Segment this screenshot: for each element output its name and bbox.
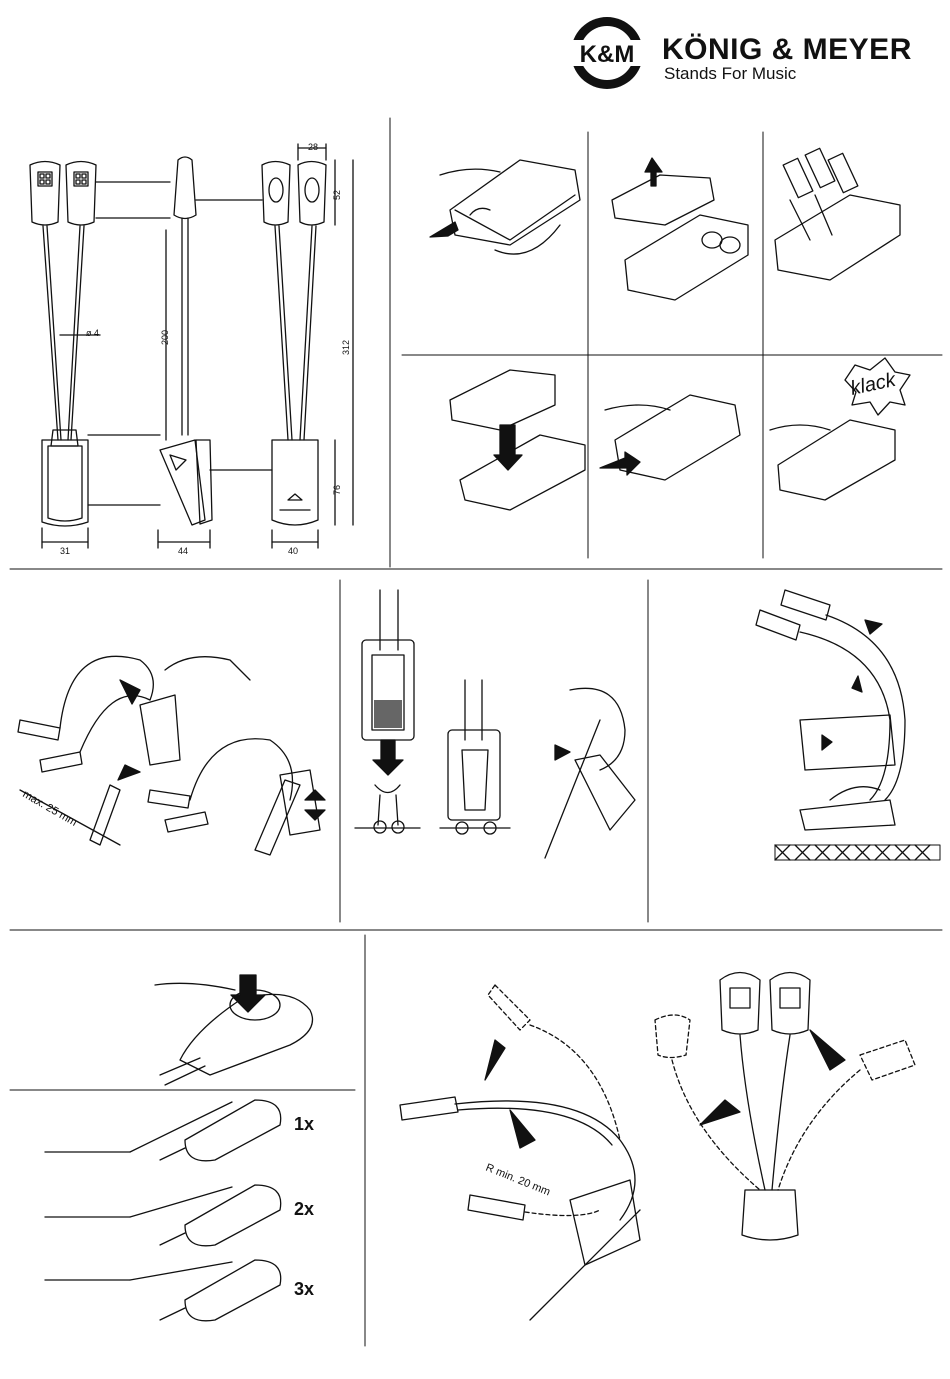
battery-step-1 xyxy=(430,160,580,254)
clip-attach-drawing: max. 25 mm xyxy=(18,656,325,855)
gooseneck-bend-drawing: R min. 20 mm xyxy=(400,985,640,1320)
press-3x-label: 3x xyxy=(294,1279,314,1299)
panel-dividers xyxy=(10,118,942,1346)
switch-press-1x: 1x xyxy=(45,1100,314,1161)
press-1x-label: 1x xyxy=(294,1114,314,1134)
press-2x-label: 2x xyxy=(294,1199,314,1219)
battery-step-4 xyxy=(450,370,585,510)
dim-44: 44 xyxy=(178,546,188,556)
dim-52: 52 xyxy=(332,190,342,200)
dim-ø4: ø 4 xyxy=(86,328,99,338)
stand-alone-drawing xyxy=(756,590,940,860)
dim-28: 28 xyxy=(308,142,318,152)
dimension-drawing: 31 44 200 ø 4 xyxy=(30,142,353,556)
gooseneck-direction-drawing xyxy=(655,973,915,1241)
battery-step-5 xyxy=(600,395,740,480)
dim-312: 312 xyxy=(341,340,351,355)
klack-label: klack xyxy=(848,369,898,400)
dim-31: 31 xyxy=(60,546,70,556)
battery-step-6: klack xyxy=(770,358,910,500)
dim-76: 76 xyxy=(332,485,342,495)
clip-function-drawing xyxy=(355,590,635,858)
switch-press-3x: 3x xyxy=(45,1260,314,1321)
switch-press-2x: 2x xyxy=(45,1185,314,1246)
dim-200: 200 xyxy=(160,330,170,345)
light-side-view xyxy=(158,157,212,548)
switch-press-drawing xyxy=(155,975,313,1085)
min-radius-label: R min. 20 mm xyxy=(484,1162,552,1199)
light-front-view xyxy=(30,162,96,549)
battery-step-2 xyxy=(612,158,748,300)
dim-40: 40 xyxy=(288,546,298,556)
max-thickness-label: max. 25 mm xyxy=(21,788,79,829)
battery-step-3 xyxy=(775,148,900,280)
